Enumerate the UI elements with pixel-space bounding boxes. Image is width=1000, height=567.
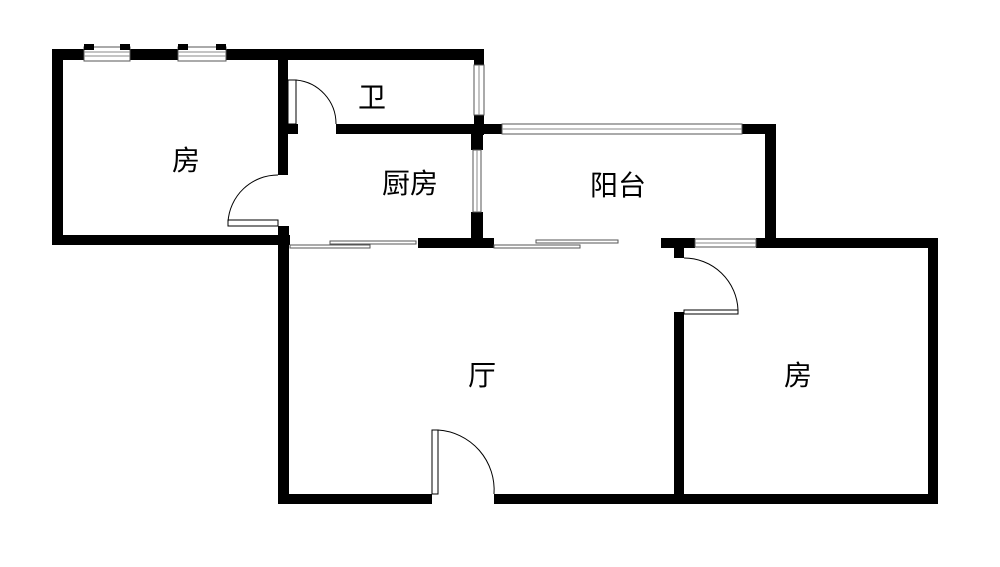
- walls: [52, 49, 938, 504]
- wall-left-bedroom-left: [52, 49, 63, 245]
- window-right-bedroom: [694, 238, 757, 248]
- label-bathroom: 卫: [358, 81, 386, 114]
- sliding-door-balcony: [493, 239, 619, 249]
- wall-right-bedroom-right: [928, 238, 938, 504]
- wall-balcony-right: [765, 124, 776, 248]
- door-right-bedroom: [683, 257, 739, 315]
- wall-left-bedroom-bottom: [52, 235, 290, 245]
- window-bathroom: [473, 64, 485, 116]
- swing-doors: [227, 79, 739, 495]
- wall-left-bedroom-top-b: [130, 49, 178, 60]
- wall-living-right-lower: [674, 312, 684, 504]
- wall-right-bedroom-top: [756, 238, 938, 248]
- wall-living-left: [278, 226, 289, 504]
- wall-bathroom-bottom: [336, 124, 502, 134]
- window-kitchen-balcony: [472, 149, 482, 213]
- door-left-bedroom: [227, 174, 279, 227]
- door-bathroom: [287, 79, 337, 125]
- label-living-room: 厅: [468, 359, 496, 392]
- wall-bathroom-right-upper: [474, 49, 484, 65]
- wall-kitchen-right-upper: [471, 124, 483, 150]
- wall-left-bedroom-top-a: [52, 49, 84, 60]
- wall-living-bottom-right: [494, 494, 684, 504]
- room-labels: 房 卫 厨房 阳台 厅 房: [172, 81, 812, 392]
- label-bedroom-left: 房: [172, 144, 200, 177]
- windows: [83, 44, 757, 248]
- label-kitchen: 厨房: [382, 167, 438, 200]
- wall-kitchen-bottom: [418, 238, 494, 248]
- sliding-door-kitchen: [289, 240, 417, 249]
- wall-top-right-run: [226, 49, 484, 60]
- wall-left-bedroom-right-upper: [278, 49, 288, 175]
- label-bedroom-right: 房: [784, 359, 812, 392]
- window-balcony: [501, 123, 743, 135]
- wall-balcony-top-right: [742, 124, 776, 134]
- window-left-bedroom-2: [177, 44, 227, 62]
- window-left-bedroom-1: [83, 44, 131, 62]
- wall-living-right-small: [674, 238, 684, 258]
- label-balcony: 阳台: [590, 169, 646, 202]
- wall-living-bottom-left: [278, 494, 432, 504]
- wall-right-bedroom-bottom: [674, 494, 938, 504]
- sliding-doors: [289, 239, 619, 249]
- door-entrance: [431, 429, 495, 495]
- wall-bathroom-door-stub: [288, 124, 298, 134]
